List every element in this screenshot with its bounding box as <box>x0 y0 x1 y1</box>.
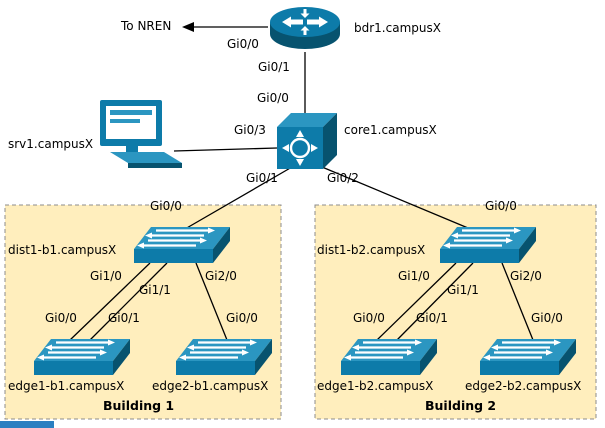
core1-iface-d2: Gi0/2 <box>327 171 359 185</box>
dist1-b1-iface-e2: Gi2/0 <box>205 269 237 283</box>
link-dist1b2-edge1b2-a <box>376 262 457 341</box>
edge2-b2-iface: Gi0/0 <box>531 311 563 325</box>
link-dist1b1-edge2b1 <box>195 262 228 341</box>
core1-iface-d1: Gi0/1 <box>246 171 278 185</box>
edge1-b2-switch-icon <box>339 337 439 377</box>
dist1-b2-switch-icon <box>438 225 538 265</box>
bdr1-router-icon <box>270 7 340 49</box>
dist1-b1-iface-e1b: Gi1/1 <box>139 283 171 297</box>
building-1-label: Building 1 <box>103 398 175 413</box>
dist1-b2-label: dist1-b2.campusX <box>317 243 426 257</box>
dist1-b2-iface-e1b: Gi1/1 <box>447 283 479 297</box>
srv1-label: srv1.campusX <box>8 137 94 151</box>
core1-l3-switch-icon <box>275 111 339 171</box>
bdr1-iface-core: Gi0/1 <box>258 60 290 74</box>
link-dist1b1-edge1b1-a <box>69 262 151 341</box>
to-nren-label: To NREN <box>121 19 172 33</box>
link-dist1b2-edge2b2 <box>501 262 534 341</box>
cropped-blue-strip <box>0 421 54 428</box>
edge2-b2-label: edge2-b2.campusX <box>465 379 582 393</box>
dist1-b1-iface-e1a: Gi1/0 <box>90 269 122 283</box>
link-dist1b1-edge1b1-b <box>89 262 168 341</box>
link-core1-dist1b2 <box>321 166 469 229</box>
building-2-label: Building 2 <box>425 398 497 413</box>
dist1-b2-iface-e2: Gi2/0 <box>510 269 542 283</box>
srv1-workstation-icon <box>100 100 182 168</box>
nren-arrowhead-icon <box>182 22 194 32</box>
edge1-b1-iface-b: Gi0/1 <box>108 311 140 325</box>
core1-iface-bdr: Gi0/0 <box>257 91 289 105</box>
dist1-b1-label: dist1-b1.campusX <box>8 243 117 257</box>
core1-iface-srv: Gi0/3 <box>234 123 266 137</box>
topology-links <box>69 22 534 341</box>
edge1-b1-label: edge1-b1.campusX <box>8 379 125 393</box>
dist1-b1-switch-icon <box>132 225 232 265</box>
core1-label: core1.campusX <box>344 123 437 137</box>
edge1-b2-iface-a: Gi0/0 <box>353 311 385 325</box>
bdr1-label: bdr1.campusX <box>354 21 441 35</box>
bdr1-iface-nren: Gi0/0 <box>227 37 259 51</box>
edge1-b2-iface-b: Gi0/1 <box>416 311 448 325</box>
link-core1-dist1b1 <box>184 166 293 230</box>
dist1-b2-iface-e1a: Gi1/0 <box>398 269 430 283</box>
dist1-b2-iface-core: Gi0/0 <box>485 199 517 213</box>
edge1-b1-iface-a: Gi0/0 <box>45 311 77 325</box>
edge2-b1-iface: Gi0/0 <box>226 311 258 325</box>
edge1-b1-switch-icon <box>32 337 132 377</box>
edge2-b1-label: edge2-b1.campusX <box>152 379 269 393</box>
edge2-b2-switch-icon <box>478 337 578 377</box>
edge2-b1-switch-icon <box>174 337 274 377</box>
link-core1-srv1 <box>173 147 278 152</box>
dist1-b1-iface-core: Gi0/0 <box>150 199 182 213</box>
link-dist1b2-edge1b2-b <box>396 262 474 341</box>
edge1-b2-label: edge1-b2.campusX <box>317 379 434 393</box>
